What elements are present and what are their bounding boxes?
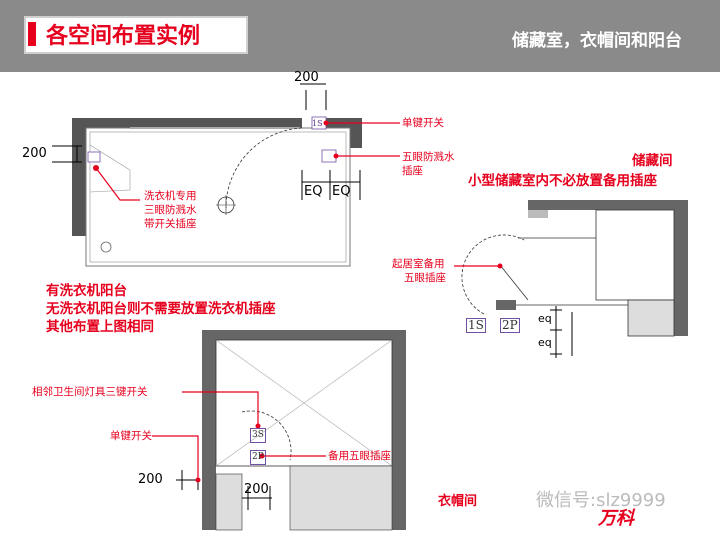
washer-label-1: 洗衣机专用 (144, 190, 197, 202)
page-subtitle: 储藏室，衣帽间和阳台 (512, 31, 682, 51)
balcony-dim-top: 200 (294, 70, 319, 85)
balcony-top-wall-left (72, 118, 302, 128)
storage-socket-symbol: 2P (500, 318, 520, 333)
cloak-switch1-label: 单键开关 (110, 430, 152, 442)
storage-switch-symbol: 1S (466, 318, 486, 333)
cloak-switch3-symbol: 3S (250, 428, 266, 443)
page-title: 各空间布置实例 (46, 24, 201, 49)
cloak-socket-symbol: 2P (250, 450, 266, 465)
balcony-plan (52, 83, 400, 267)
washer-label-2: 三眼防溅水 (144, 204, 197, 216)
balcony-eq-2: EQ (332, 184, 351, 199)
storage-plan (454, 200, 688, 358)
balcony-note-3: 其他布置上图相同 (46, 319, 154, 335)
balcony-right-wall (350, 118, 362, 148)
cloak-socket-label: 备用五眼插座 (328, 450, 391, 462)
storage-eq-1: eq (538, 312, 552, 325)
balcony-note-1: 有洗衣机阳台 (46, 283, 127, 299)
vanke-logo: 万科 (598, 508, 634, 529)
cloak-dim-left: 200 (138, 472, 163, 487)
balcony-socket-label-2: 插座 (402, 165, 423, 177)
storage-eq-2: eq (538, 336, 552, 349)
title-accent (28, 22, 36, 46)
cloakroom-plan (152, 330, 406, 531)
washer-socket-symbol (87, 151, 101, 163)
cloakroom-title: 衣帽间 (438, 494, 478, 509)
balcony-switch-label: 单键开关 (402, 117, 444, 129)
balcony-inner-line (89, 131, 347, 263)
balcony-eq-1: EQ (304, 184, 323, 199)
balcony-socket-label-1: 五眼防溅水 (402, 151, 455, 163)
cloak-switch3-label: 相邻卫生间灯具三键开关 (32, 386, 148, 398)
balcony-dim-left: 200 (22, 146, 47, 161)
storage-title: 储藏间 (632, 153, 673, 169)
balcony-note-2: 无洗衣机阳台则不需要放置洗衣机插座 (46, 301, 276, 317)
balcony-switch-symbol-text: 1S (312, 119, 323, 128)
watermark: 微信号:slz9999 (536, 490, 666, 511)
balcony-left-wall (72, 118, 86, 236)
storage-socket-label-2: 五眼插座 (404, 272, 446, 284)
washer-label-3: 带开关插座 (144, 218, 197, 230)
title-box (24, 16, 248, 54)
storage-note: 小型储藏室内不必放置备用插座 (468, 173, 657, 189)
storage-socket-label-1: 起居室备用 (392, 258, 445, 270)
cloak-dim-bottom: 200 (244, 482, 269, 497)
